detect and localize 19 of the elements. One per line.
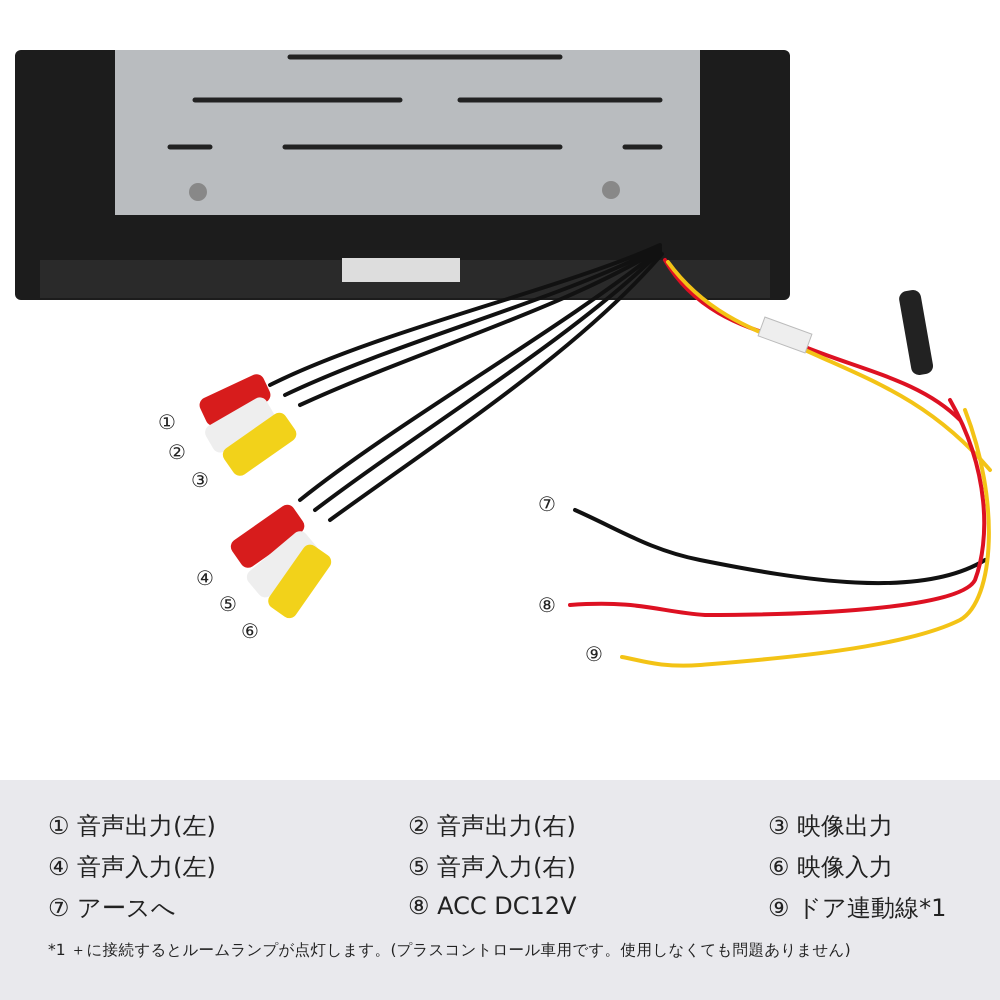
footnote: *1 ＋に接続するとルームランプが点灯します。(プラスコントロール車用です。使用しなくても問題ありません)	[48, 940, 851, 961]
callout-number: ⑧	[538, 593, 556, 617]
legend-entry: ⑦ アースへ	[48, 893, 176, 924]
legend-entry: ① 音声出力(左)	[48, 811, 216, 842]
callout-number: ⑥	[241, 619, 259, 643]
legend-entry: ② 音声出力(右)	[408, 811, 576, 842]
callout-number: ⑦	[538, 492, 556, 516]
callout-number: ④	[196, 566, 214, 590]
callout-number: ⑤	[219, 592, 237, 616]
legend-entry: ⑧ ACC DC12V	[408, 892, 576, 920]
callout-number: ②	[168, 440, 186, 464]
callout-number: ⑨	[585, 642, 603, 666]
legend-entry: ⑤ 音声入力(右)	[408, 852, 576, 883]
callout-number: ①	[158, 410, 176, 434]
legend-entry: ④ 音声入力(左)	[48, 852, 216, 883]
legend-entry: ③ 映像出力	[768, 811, 894, 842]
legend-entry: ⑥ 映像入力	[768, 852, 894, 883]
callout-number: ③	[191, 468, 209, 492]
legend-entry: ⑨ ドア連動線*1	[768, 893, 946, 924]
